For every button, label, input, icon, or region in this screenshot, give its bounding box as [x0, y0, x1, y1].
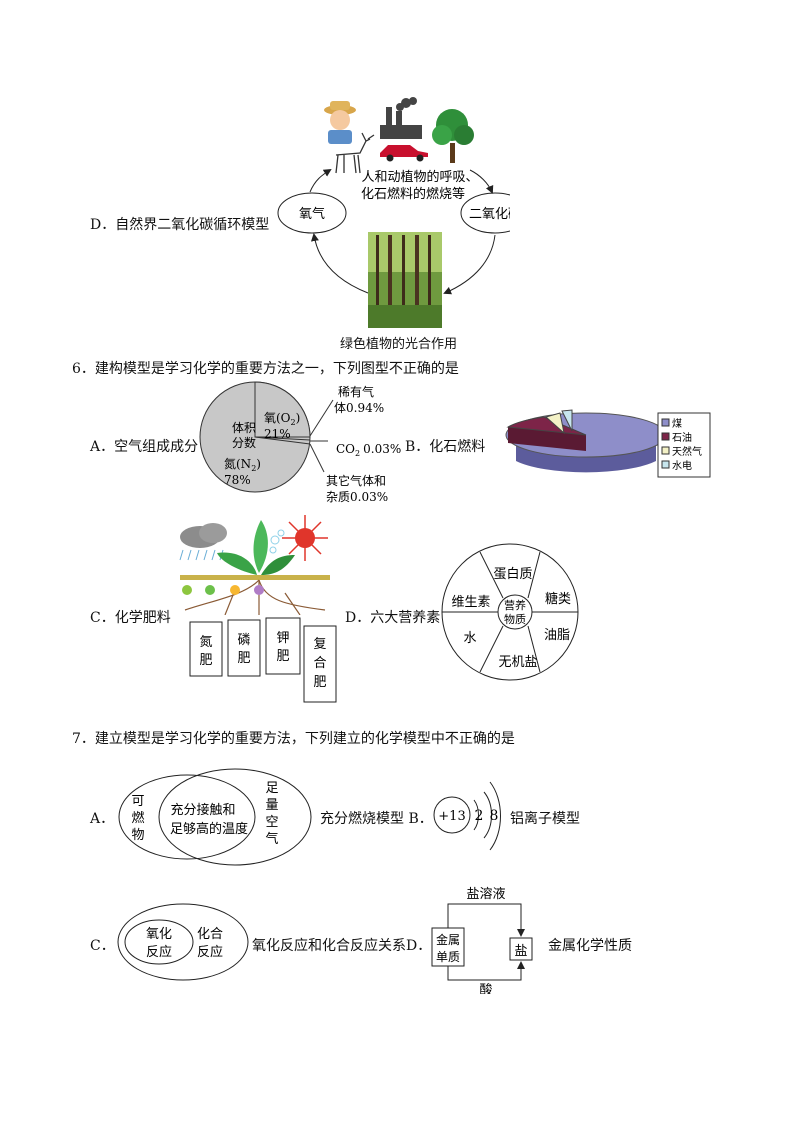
car-icon	[380, 145, 428, 162]
nutrients-wheel: 营养 物质 蛋白质 糖类 油脂 无机盐 水 维生素	[441, 543, 579, 681]
plant-illustration	[179, 515, 330, 615]
oxidation-label-1: 氧化	[146, 927, 172, 942]
fertilizer-potassium-2: 肥	[276, 649, 289, 664]
node-oxygen: 氧气	[299, 206, 325, 222]
legend-oil: 石油	[672, 431, 692, 444]
combination-label-2: 反应	[197, 944, 223, 960]
venn-right-2: 量	[265, 798, 278, 813]
arrow-oxygen-to-top	[309, 168, 332, 193]
pie-center-label-2: 分数	[232, 435, 256, 450]
forest-photo	[368, 232, 442, 328]
nutrient-fat: 油脂	[544, 628, 570, 643]
q6-option-c-label: C．化学肥料	[90, 610, 171, 626]
label-salt-solution: 盐溶液	[466, 887, 505, 902]
tree-icon	[432, 109, 474, 163]
arrow-co2-to-forest	[443, 234, 496, 295]
nutrient-center-2: 物质	[504, 612, 526, 626]
q6-option-a-label: A．空气组成成分	[90, 439, 199, 455]
nutrient-protein: 蛋白质	[493, 566, 532, 582]
pie-slice-gas	[544, 412, 565, 435]
nutrient-water: 水	[463, 631, 476, 646]
venn-left-1: 可	[131, 794, 144, 809]
fertilizer-phosphorus-1: 磷	[237, 633, 250, 648]
legend-coal: 煤	[672, 417, 682, 430]
deer-icon	[335, 132, 375, 174]
pie-center-label-1: 体积	[232, 421, 256, 435]
salt-label: 盐	[514, 944, 527, 959]
oxidation-label-2: 反应	[146, 944, 172, 960]
factory-icon	[380, 97, 422, 139]
fertilizer-nitrogen-1: 氮	[199, 635, 212, 650]
nutrient-center-1: 营养	[504, 598, 526, 612]
fertilizer-compound-3: 肥	[313, 675, 326, 690]
q6-stem: 6．建构模型是学习化学的重要方法之一，下列图型不正确的是	[72, 361, 459, 377]
q7-c-caption: 氧化反应和化合反应关系D．	[252, 938, 432, 954]
metal-label-1: 金属	[436, 932, 460, 947]
pie-label-nitrogen: 氮(N2)	[224, 456, 261, 473]
fossil-fuel-3d-pie: 煤 石油 天然气 水电	[505, 409, 711, 478]
ion-nucleus: +13	[438, 809, 465, 824]
q5-option-d-label: D．自然界二氧化碳循环模型	[90, 217, 270, 233]
metal-label-2: 单质	[436, 950, 460, 964]
leaf-icon	[217, 520, 295, 575]
arrow-top-to-co2	[469, 169, 494, 194]
fertilizer-potassium-1: 钾	[276, 631, 289, 646]
cycle-bottom-caption: 绿色植物的光合作用	[340, 337, 458, 352]
q7-option-a-label: A．	[90, 811, 115, 827]
q7-d-caption: 金属化学性质	[548, 938, 632, 954]
venn-left-2: 燃	[131, 810, 144, 826]
venn-right-4: 气	[265, 831, 278, 847]
cycle-top-caption-1: 人和动植物的呼吸、	[361, 169, 478, 185]
ion-shell-2: 8	[490, 808, 499, 824]
q7-a-caption: 充分燃烧模型 B．	[320, 811, 433, 827]
co2-cycle-diagram: 人和动植物的呼吸、 化石燃料的燃烧等 氧气 二氧化碳	[277, 97, 510, 328]
venn-middle-2: 足够高的温度	[170, 821, 248, 837]
fertilizer-boxes: 氮 肥 磷 肥 钾 肥 复 合 肥	[189, 617, 337, 703]
metal-property-diagram: 盐溶液 金属 单质 盐 酸	[431, 887, 533, 994]
label-other-1: 其它气体和	[326, 473, 386, 488]
pie-slice-oxygen	[254, 381, 311, 438]
fertilizer-phosphorus-2: 肥	[237, 651, 250, 666]
sun-icon	[282, 515, 328, 561]
aluminum-ion-model: +13 2 8	[433, 781, 501, 851]
q6-option-b-label: B．化石燃料	[405, 439, 486, 455]
node-co2: 二氧化碳	[469, 207, 510, 222]
venn-right-1: 足	[265, 781, 278, 796]
cycle-top-caption-2: 化石燃料的燃烧等	[361, 186, 465, 202]
combination-label-1: 化合	[197, 927, 223, 942]
legend-hydro: 水电	[672, 459, 692, 472]
nutrient-sugar: 糖类	[545, 591, 571, 607]
q7-stem: 7．建立模型是学习化学的重要方法，下列建立的化学模型中不正确的是	[72, 731, 515, 747]
pie-value-nitrogen: 78%	[224, 473, 251, 487]
label-rare-gas-1: 稀有气	[338, 384, 374, 399]
air-composition-pie: 体积 分数 氧(O2) 21% 氮(N2) 78% 稀有气 体0.94% CO2…	[199, 381, 401, 504]
pie-label-oxygen: 氧(O2)	[264, 411, 300, 427]
pie-slice-hydro	[561, 409, 573, 432]
label-other-2: 杂质0.03%	[326, 490, 388, 504]
nutrient-mineral: 无机盐	[498, 655, 537, 670]
venn-left-3: 物	[131, 828, 144, 843]
combustion-venn: 可 燃 物 充分接触和 足够高的温度 足 量 空 气	[118, 768, 312, 866]
fertilizer-nitrogen-2: 肥	[199, 653, 212, 668]
label-acid: 酸	[479, 983, 492, 994]
q6-option-d-label: D．六大营养素	[345, 610, 441, 626]
reaction-relation-diagram: 氧化 反应 化合 反应	[117, 903, 249, 981]
box-salt	[509, 937, 533, 961]
q7-option-c-label: C．	[90, 938, 115, 954]
venn-right-3: 空	[265, 815, 278, 830]
fertilizer-compound-1: 复	[313, 637, 326, 652]
arrow-forest-to-oxygen	[311, 233, 369, 294]
pie-slice-oil	[506, 416, 587, 436]
legend-gas: 天然气	[672, 445, 702, 458]
nutrient-vitamin: 维生素	[451, 595, 490, 610]
q7-b-caption: 铝离子模型	[510, 811, 580, 827]
label-rare-gas-2: 体0.94%	[334, 401, 384, 415]
rain-cloud-icon	[179, 523, 227, 561]
venn-middle-1: 充分接触和	[170, 802, 235, 818]
fertilizer-compound-2: 合	[313, 656, 326, 671]
farmer-icon	[324, 101, 356, 144]
ion-shell-1: 2	[475, 808, 484, 824]
pie-value-oxygen: 21%	[264, 427, 291, 441]
